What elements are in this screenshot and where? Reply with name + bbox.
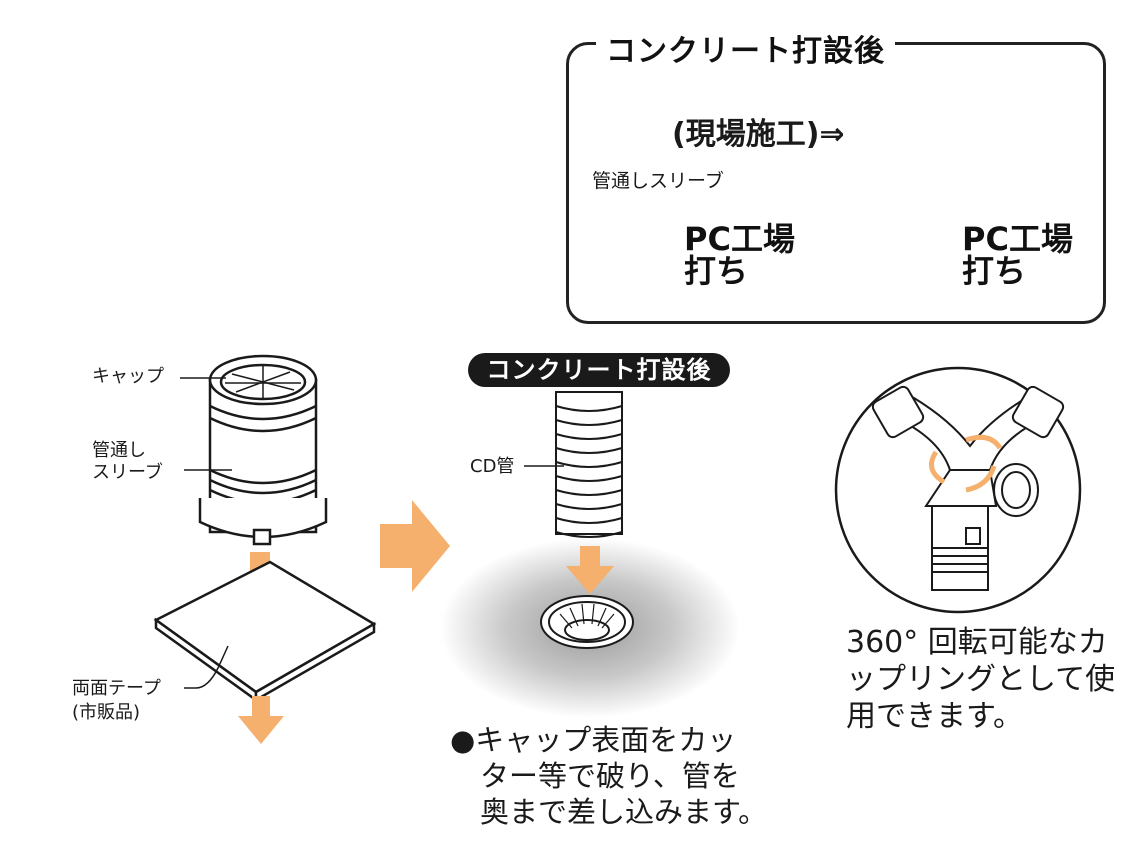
inset-sleeve-label: 管通しスリーブ xyxy=(592,170,724,192)
tape-label-line2: (市販品) xyxy=(72,702,141,723)
pc-left-line1: PC工場 xyxy=(684,220,795,258)
cap-label: キャップ xyxy=(92,366,164,387)
right-note-line3: 用できます。 xyxy=(846,699,1023,734)
rotation-arrows xyxy=(929,434,1003,493)
inset-title: コンクリート打設後 xyxy=(596,26,895,70)
inset-cd-pipe-label: CD管 xyxy=(874,112,921,134)
badge-after-pour: コンクリート打設後 xyxy=(468,353,730,387)
pc-left-line2: 打ち xyxy=(684,252,749,290)
tape-illustration xyxy=(153,560,377,703)
main-arrow xyxy=(380,500,450,592)
center-note-line1: ●キャップ表面をカッ xyxy=(450,723,737,757)
right-note-line1: 360° 回転可能なカ xyxy=(846,625,1108,660)
left-leaders xyxy=(180,377,232,689)
pc-right-line2: 打ち xyxy=(962,252,1027,290)
sleeve-illustration xyxy=(198,354,328,546)
coupling-illustration xyxy=(871,385,1065,591)
center-note-line2: ター等で破り、管を xyxy=(480,759,740,793)
center-note-line3: 奥まで差し込みます。 xyxy=(480,795,768,829)
center-cap xyxy=(540,595,634,649)
site-work-label: (現場施工)⇒ xyxy=(672,117,845,152)
down-arrow-3 xyxy=(566,546,614,594)
sleeve-label-line1: 管通し xyxy=(92,440,146,461)
sleeve-label-line2: スリーブ xyxy=(92,462,163,483)
center-cd-pipe-label: CD管 xyxy=(470,456,515,477)
tape-label-line1: 両面テープ xyxy=(72,678,161,699)
center-cd-pipe xyxy=(555,391,623,538)
site-cast-label: 現場打ち xyxy=(962,176,1091,214)
down-arrow-2 xyxy=(238,696,284,744)
pc-right-line1: PC工場 xyxy=(962,220,1073,258)
right-note-line2: ップリングとして使 xyxy=(846,662,1116,697)
